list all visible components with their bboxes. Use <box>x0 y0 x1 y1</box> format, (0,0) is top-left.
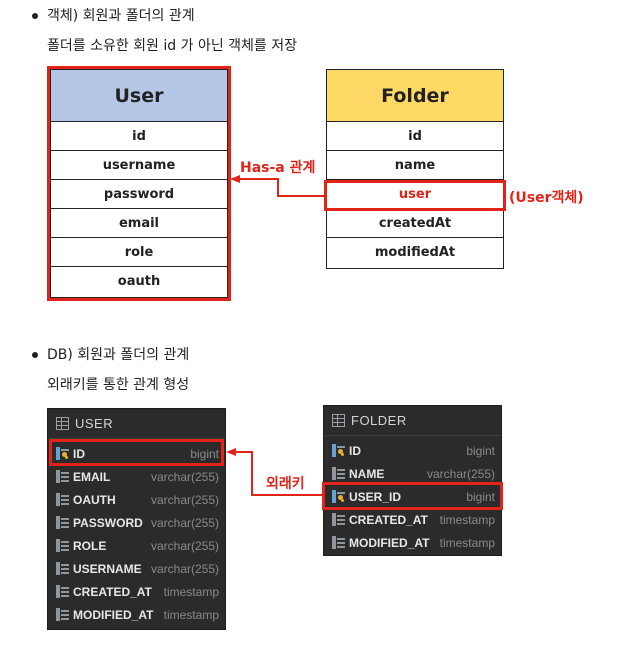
column-icon <box>56 562 69 575</box>
user-field-password: password <box>51 180 227 209</box>
folder-field-modifiedat: modifiedAt <box>374 245 456 260</box>
table-icon <box>56 417 69 430</box>
folder-user-id-highlight <box>322 482 503 510</box>
folder-field-createdat: createdAt <box>327 209 503 238</box>
key-icon <box>332 490 345 503</box>
column-icon <box>332 513 345 526</box>
key-icon <box>56 447 69 460</box>
folder-table-title: FOLDER <box>351 413 407 428</box>
user-field-email: email <box>51 209 227 238</box>
has-a-arrow <box>230 175 326 197</box>
user-field-username: username <box>51 151 227 180</box>
column-icon <box>56 516 69 529</box>
column-icon <box>56 470 69 483</box>
folder-field-id: id <box>327 122 503 151</box>
user-class-highlight <box>47 66 231 301</box>
user-field-id: id <box>51 122 227 151</box>
section1-subtext: 폴더를 소유한 회원 id 가 아닌 객체를 저장 <box>47 38 298 54</box>
table-icon <box>332 414 345 427</box>
section1-heading: 객체) 회원과 폴더의 관계 <box>47 8 195 24</box>
folder-user-field-highlight <box>324 180 506 211</box>
folder-class-title: Folder <box>327 70 503 122</box>
section2-heading: DB) 회원과 폴더의 관계 <box>47 347 190 363</box>
user-object-label: (User객체) <box>509 190 584 206</box>
column-icon <box>332 536 345 549</box>
folder-field-name: name <box>327 151 503 180</box>
column-icon <box>332 467 345 480</box>
key-icon <box>332 444 345 457</box>
user-class-box: User id username password email role oau… <box>50 69 228 298</box>
bullet-icon <box>32 13 38 19</box>
has-a-label: Has-a 관계 <box>240 160 316 176</box>
user-class-title: User <box>51 70 227 122</box>
column-icon <box>56 539 69 552</box>
fk-arrow <box>226 448 324 496</box>
user-id-highlight <box>49 439 224 466</box>
folder-class-box: Folder id name user createdAt modifiedAt <box>326 69 504 269</box>
fk-label: 외래키 <box>266 476 305 492</box>
section2-subtext: 외래키를 통한 관계 형성 <box>47 377 190 393</box>
user-field-oauth: oauth <box>117 274 161 289</box>
user-table-header: USER <box>48 409 225 439</box>
folder-table-header: FOLDER <box>324 406 501 436</box>
user-field-role: role <box>51 238 227 267</box>
column-icon <box>56 585 69 598</box>
column-icon <box>56 608 69 621</box>
bullet-icon <box>32 352 38 358</box>
column-icon <box>56 493 69 506</box>
user-table-title: USER <box>75 416 114 431</box>
